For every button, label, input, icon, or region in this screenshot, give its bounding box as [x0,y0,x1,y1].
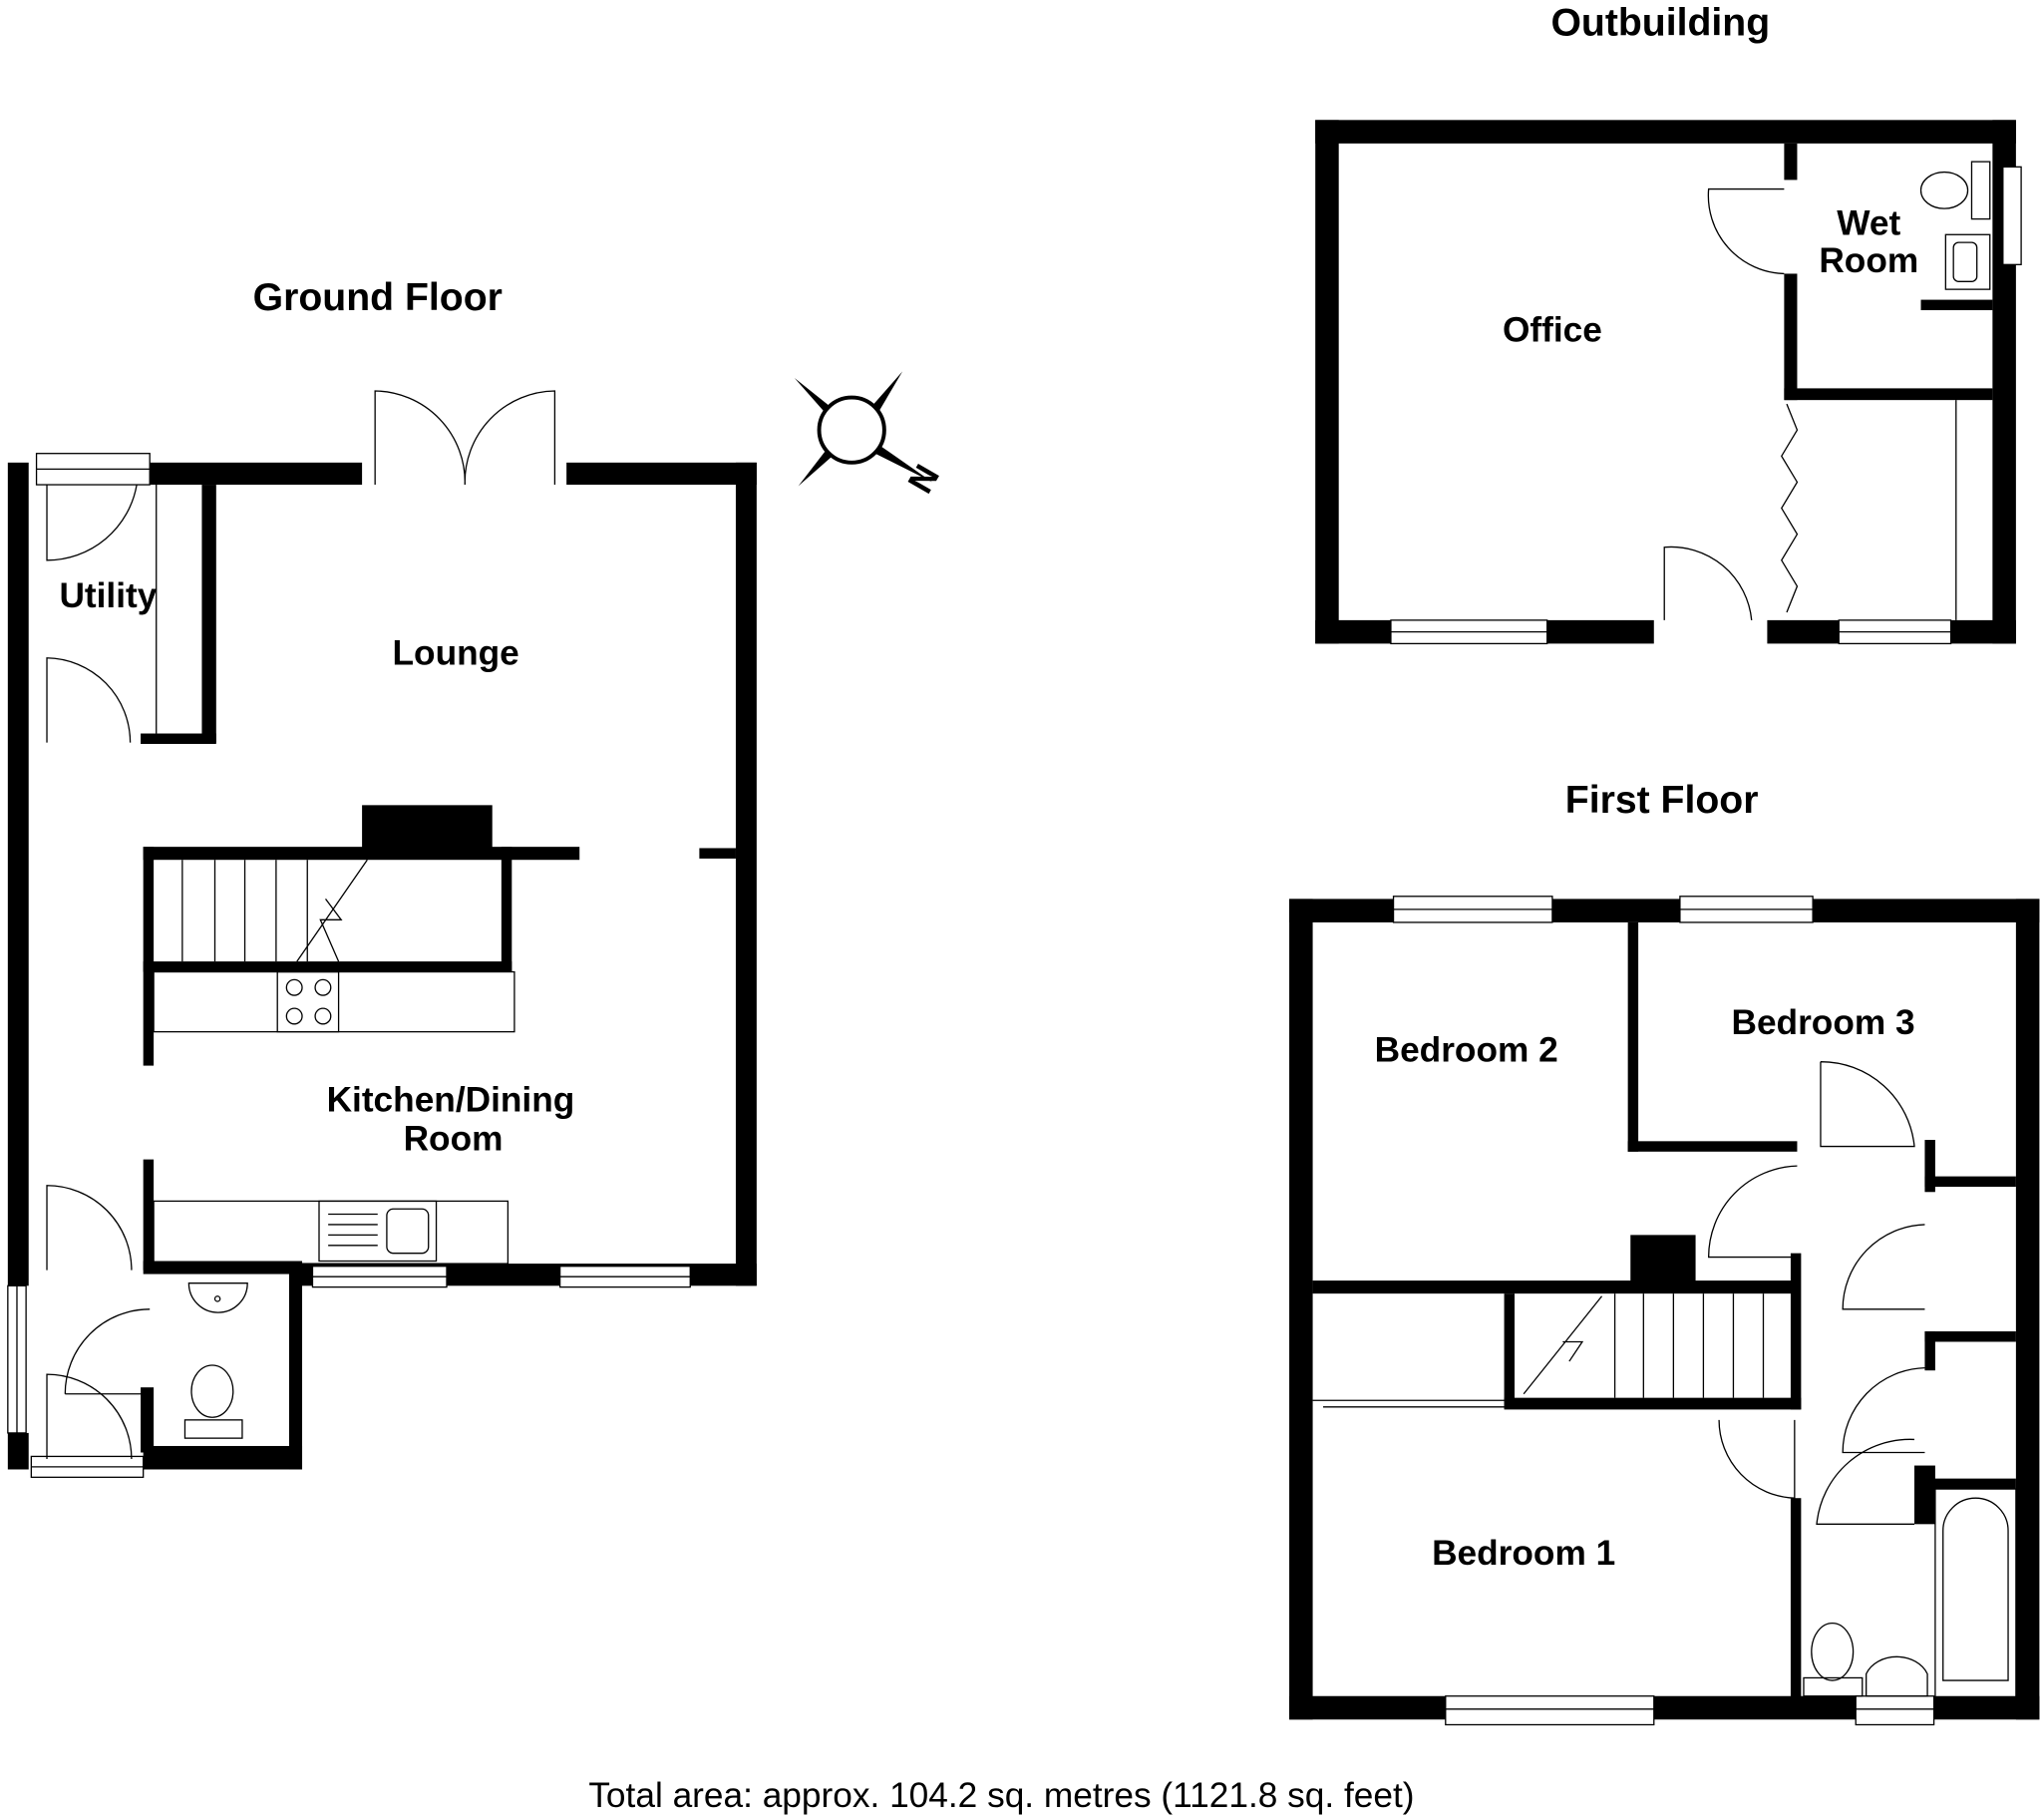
room-office: Office [1503,310,1602,349]
door [1707,187,1785,275]
door [1707,1165,1798,1259]
kitchen-counter [153,970,515,1033]
compass-north-label: N [901,459,948,501]
french-doors [374,390,556,486]
toilet-icon [1919,161,1991,220]
window [1445,1695,1655,1726]
door [1820,1061,1915,1148]
ground-floor-plan: Ground Floor Utility Lounge [7,276,757,1478]
room-bedroom-3: Bedroom 3 [1732,1003,1915,1042]
room-lounge: Lounge [393,633,519,672]
staircase [1523,1293,1765,1398]
basin-icon [1866,1655,1928,1697]
staircase [181,859,368,962]
door [1663,546,1753,620]
room-kitchen-line1: Kitchen/Dining [327,1080,575,1119]
room-bedroom-2: Bedroom 2 [1375,1031,1558,1070]
door [46,657,132,743]
basin-icon [187,1282,248,1313]
door [64,1308,151,1395]
door [1842,1366,1925,1454]
outbuilding-plan: Outbuilding Office Wet Room [1315,1,2022,645]
window [1855,1695,1935,1726]
chimney [362,805,493,855]
door [1842,1224,1925,1310]
room-bedroom-1: Bedroom 1 [1432,1534,1615,1573]
window [2002,166,2022,265]
first-floor-plan: First Floor [1289,779,2040,1726]
door [46,1185,133,1271]
toilet-icon [183,1364,243,1439]
bath-icon [1934,1488,2017,1698]
hob-icon [276,970,340,1033]
door [46,484,138,561]
room-kitchen-line2: Room [404,1119,504,1158]
toilet-icon [1803,1622,1864,1697]
first-floor-title: First Floor [1565,779,1759,822]
door [46,1373,133,1460]
door [1718,1419,1796,1499]
basin-icon [1944,233,1991,290]
kitchen-counter [153,1200,510,1265]
room-utility: Utility [59,576,157,615]
door [1816,1438,1915,1525]
chimney [1630,1235,1696,1285]
folding-door [1781,403,1799,613]
room-wet-line2: Room [1819,241,1918,280]
sink-icon [318,1200,438,1263]
ground-floor-title: Ground Floor [253,276,503,319]
room-wet-line1: Wet [1837,203,1900,242]
total-area-caption: Total area: approx. 104.2 sq. metres (11… [588,1776,1414,1815]
outbuilding-title: Outbuilding [1550,1,1770,44]
compass-icon: N [794,371,948,501]
